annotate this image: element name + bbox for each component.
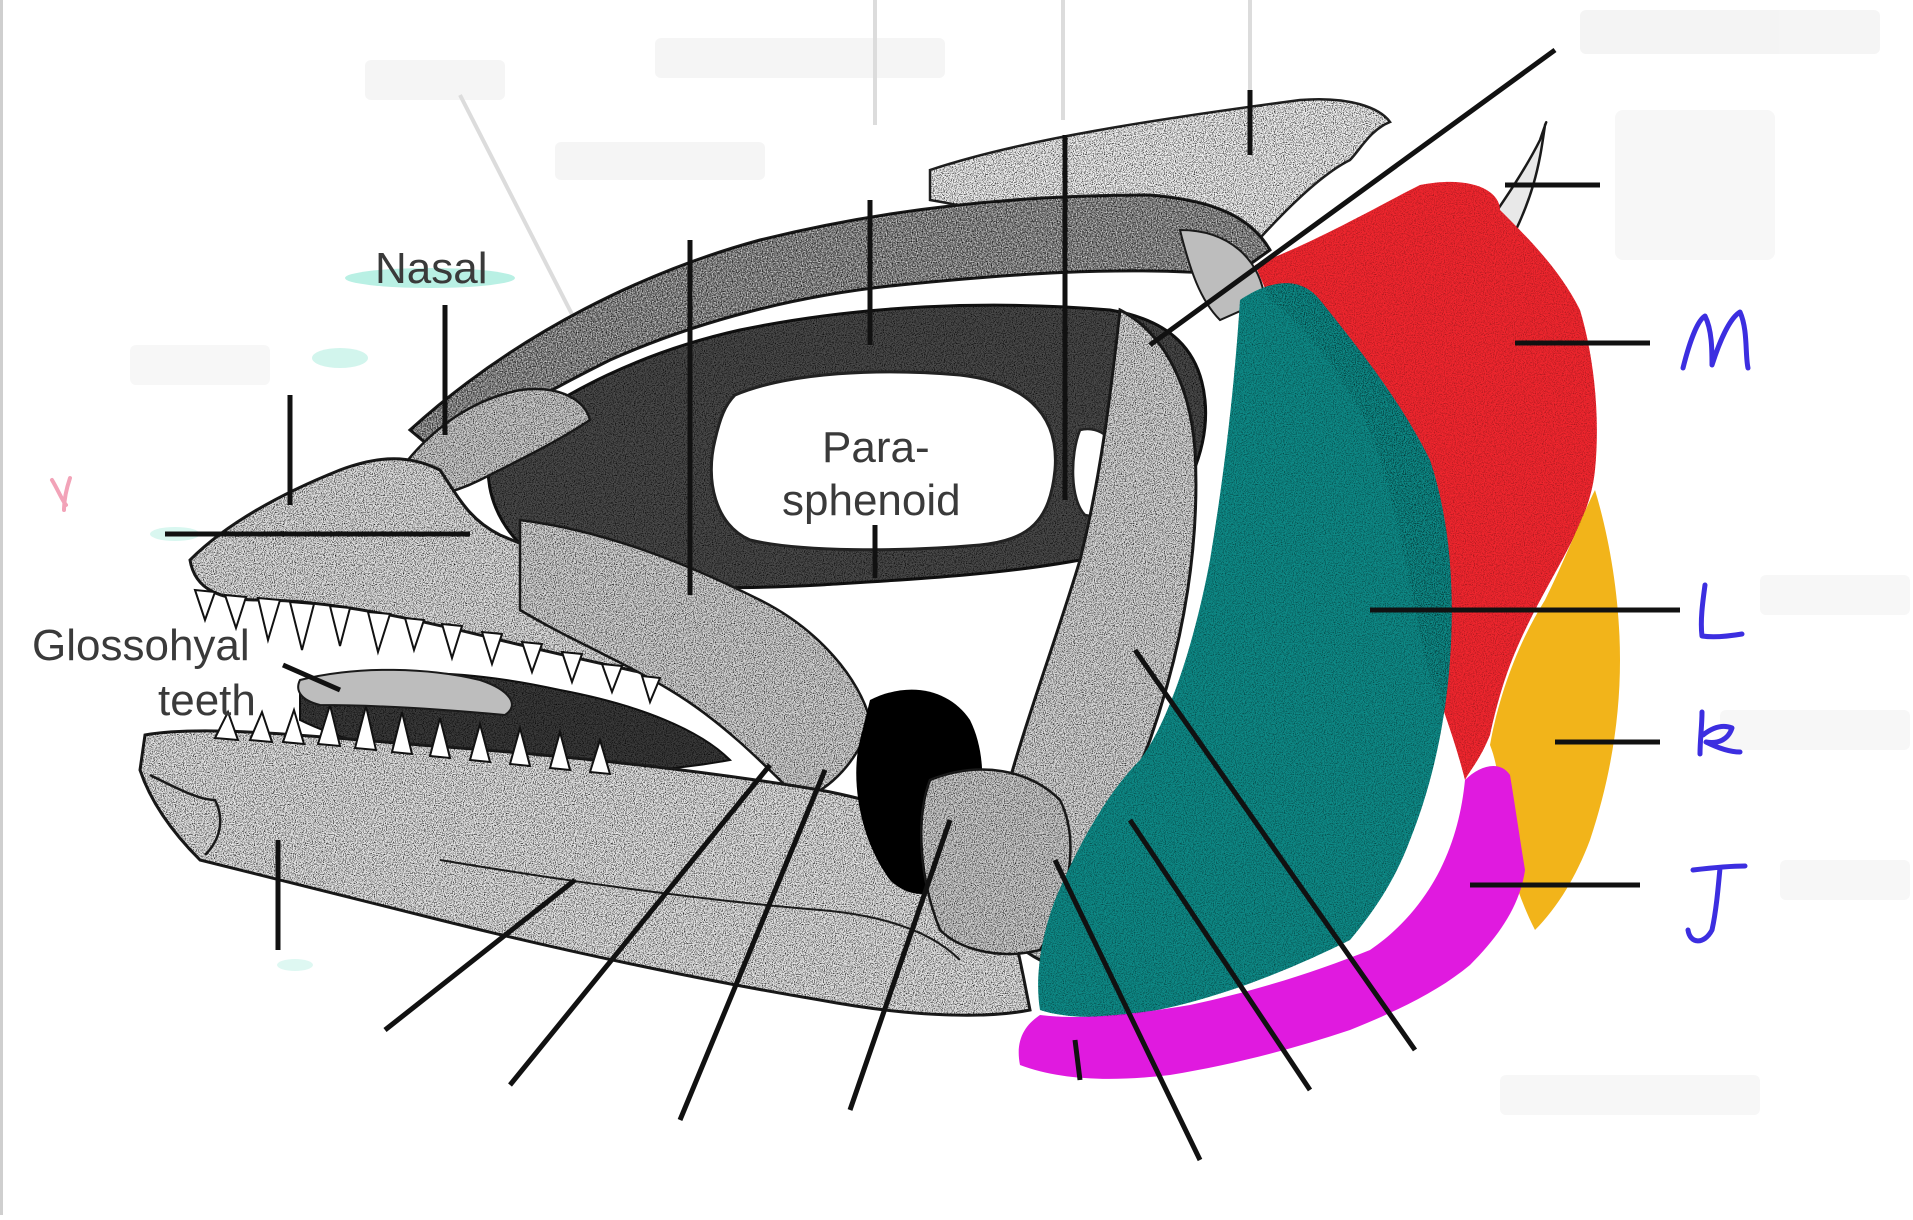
mark-L (1698, 582, 1745, 640)
left-border (0, 0, 3, 1215)
faint-remnants (130, 10, 1910, 1115)
upper-teeth (193, 588, 662, 705)
handwritten-marks (50, 309, 1751, 944)
label-nasal: Nasal (375, 244, 488, 293)
glossohyal-bone (297, 668, 513, 717)
region-M-stipple (1255, 181, 1597, 780)
leader-lines (165, 47, 1680, 1162)
region-J (1018, 765, 1525, 1079)
orbit-opening (709, 370, 1057, 552)
label-glossohyal-line2: teeth (158, 676, 256, 725)
region-K (1490, 490, 1620, 930)
mark-M (1680, 309, 1751, 371)
lower-teeth (213, 701, 612, 776)
skull-illustration (138, 98, 1548, 1017)
mark-K (1697, 709, 1743, 757)
printed-labels: Nasal Glossohyal teeth Para- sphenoid (32, 244, 961, 725)
label-glossohyal-line1: Glossohyal (32, 621, 250, 670)
highlighter-smudges (150, 268, 515, 971)
label-parasphenoid-line2: sphenoid (782, 476, 961, 525)
faint-guide-lines (458, 0, 1252, 331)
mark-J (1685, 863, 1748, 944)
label-parasphenoid-line1: Para- (822, 423, 930, 472)
